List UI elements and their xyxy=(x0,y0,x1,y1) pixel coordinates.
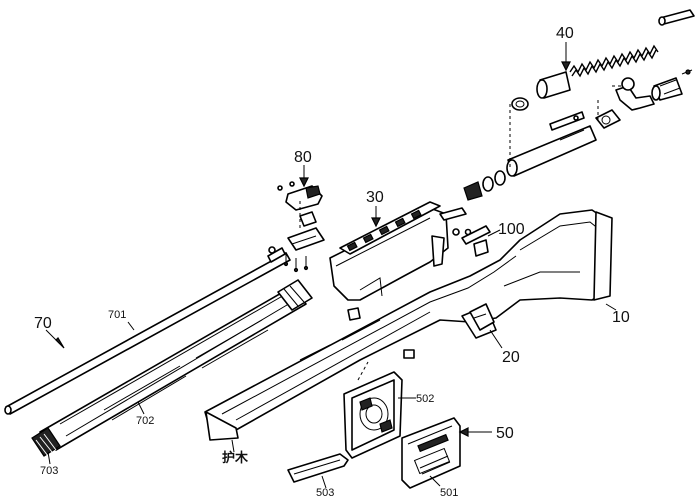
label-handguard-cn: 护木 xyxy=(222,450,249,466)
magazine-frame-502 xyxy=(343,361,403,459)
arrow-50 xyxy=(458,427,469,437)
trigger-guard-20 xyxy=(469,303,495,331)
handguard-702 xyxy=(39,279,313,451)
label-702: 702 xyxy=(136,415,154,427)
arrow-30 xyxy=(371,217,381,228)
muzzle-703 xyxy=(31,427,61,457)
arrow-70 xyxy=(55,337,65,349)
label-502: 502 xyxy=(416,393,434,405)
receiver-30 xyxy=(329,201,467,321)
label-50: 50 xyxy=(496,425,514,442)
main-spring xyxy=(569,44,659,78)
label-100: 100 xyxy=(498,221,525,238)
label-40: 40 xyxy=(556,25,574,42)
sight-group-80 xyxy=(268,181,325,273)
bolt-group-40 xyxy=(463,9,695,201)
label-701: 701 xyxy=(108,309,126,321)
stock-10 xyxy=(204,209,613,441)
label-80: 80 xyxy=(294,149,312,166)
label-503: 503 xyxy=(316,487,334,499)
arrow-40 xyxy=(561,61,571,72)
magazine-insert-503 xyxy=(287,453,349,483)
label-10: 10 xyxy=(612,309,630,326)
label-70: 70 xyxy=(34,315,52,332)
label-703: 703 xyxy=(40,465,58,477)
label-20: 20 xyxy=(502,349,520,366)
barrel-70 xyxy=(4,247,291,415)
arrow-80 xyxy=(299,166,309,188)
pin-assembly-100 xyxy=(452,225,491,257)
magazine-plate-501 xyxy=(401,417,461,489)
label-30: 30 xyxy=(366,189,384,206)
label-501: 501 xyxy=(440,487,458,499)
